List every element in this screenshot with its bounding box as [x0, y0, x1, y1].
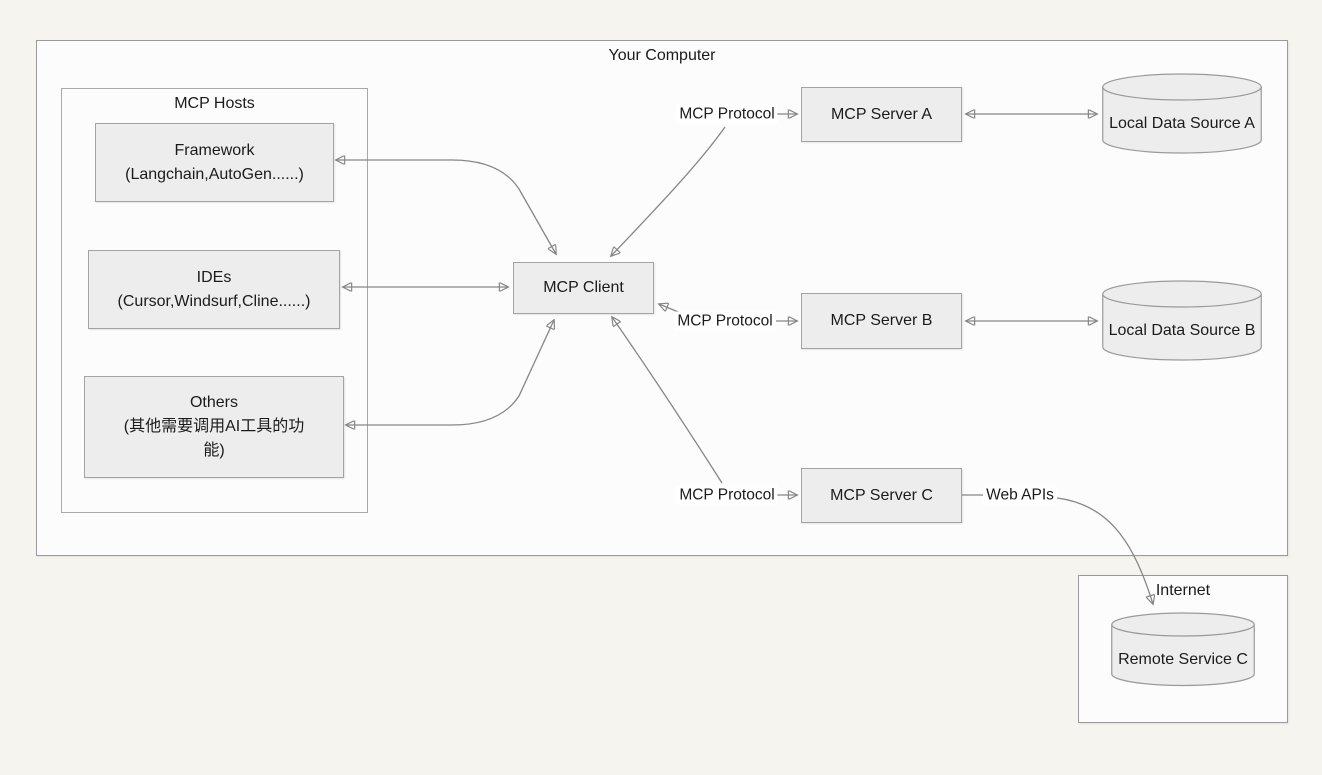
- node-mcp-client: MCP Client: [513, 262, 654, 314]
- node-framework: Framework (Langchain,AutoGen......): [95, 123, 334, 202]
- cylinder-remote-service-c: Remote Service C: [1111, 612, 1255, 687]
- local-data-source-a-label: Local Data Source A: [1109, 115, 1255, 132]
- node-mcp-server-b: MCP Server B: [801, 293, 962, 349]
- node-ides: IDEs (Cursor,Windsurf,Cline......): [88, 250, 340, 329]
- ides-title: IDEs: [196, 268, 232, 286]
- framework-title: Framework: [174, 141, 255, 159]
- mcp-server-a-label: MCP Server A: [830, 105, 933, 123]
- cylinder-local-data-source-b: Local Data Source B: [1102, 280, 1262, 361]
- node-mcp-server-a: MCP Server A: [801, 87, 962, 142]
- your-computer-title: Your Computer: [608, 47, 716, 64]
- ides-subtitle: (Cursor,Windsurf,Cline......): [117, 292, 311, 310]
- mcp-hosts-panel: MCP Hosts: [61, 88, 368, 513]
- edge-label-mcp-protocol-b: MCP Protocol: [674, 311, 776, 331]
- database-cylinder-icon: [1111, 612, 1255, 687]
- edge-label-mcp-protocol-c: MCP Protocol: [676, 485, 778, 505]
- others-subtitle-line2: 能): [203, 442, 225, 459]
- node-others: Others (其他需要调用AI工具的功 能): [84, 376, 344, 478]
- internet-title: Internet: [1155, 582, 1211, 599]
- mcp-hosts-title: MCP Hosts: [174, 95, 255, 112]
- remote-service-c-label: Remote Service C: [1118, 651, 1248, 668]
- mcp-server-c-label: MCP Server C: [830, 486, 933, 504]
- database-cylinder-icon: [1102, 280, 1262, 361]
- edge-label-web-apis: Web APIs: [983, 485, 1057, 505]
- mcp-server-b-label: MCP Server B: [830, 312, 933, 329]
- node-mcp-server-c: MCP Server C: [801, 468, 962, 523]
- cylinder-local-data-source-a: Local Data Source A: [1102, 73, 1262, 154]
- others-title: Others: [189, 394, 238, 411]
- database-cylinder-icon: [1102, 73, 1262, 154]
- local-data-source-b-label: Local Data Source B: [1108, 322, 1256, 339]
- mcp-client-label: MCP Client: [543, 279, 624, 296]
- framework-subtitle: (Langchain,AutoGen......): [125, 165, 304, 183]
- others-subtitle-line1: (其他需要调用AI工具的功: [123, 418, 305, 435]
- edge-label-mcp-protocol-a: MCP Protocol: [676, 104, 778, 124]
